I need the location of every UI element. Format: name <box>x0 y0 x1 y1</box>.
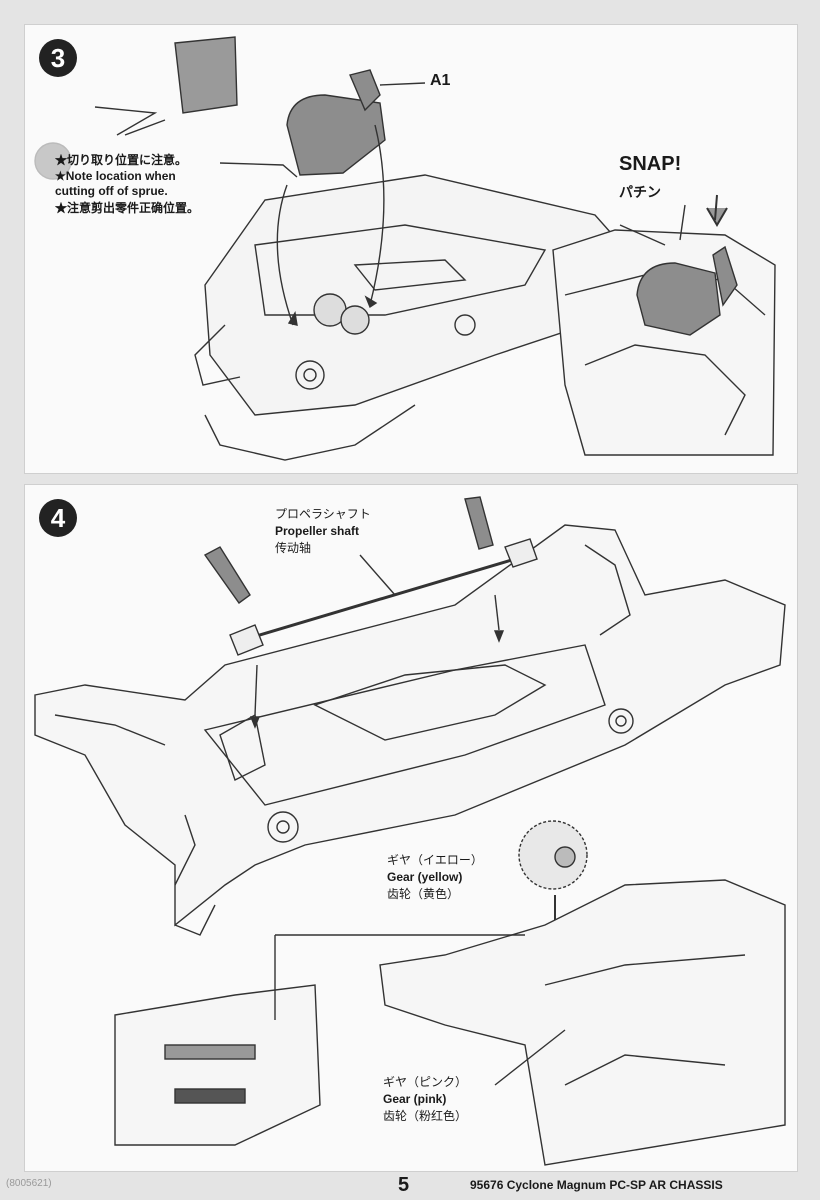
grease-tube-left <box>203 546 251 604</box>
gear-pink-zh-label: 齿轮（粉红色） <box>383 1109 468 1123</box>
snap-inset <box>552 194 776 456</box>
step4-illustration <box>34 496 786 1166</box>
gear-yellow-ja-label: ギヤ（イエロー） <box>387 853 483 867</box>
step3-illustration <box>34 36 776 461</box>
product-code: 95676 Cyclone Magnum PC-SP AR CHASSIS <box>470 1178 723 1192</box>
page-footer: (8005621) 5 95676 Cyclone Magnum PC-SP A… <box>0 1170 820 1200</box>
gear-pink-ja-label: ギヤ（ピンク） <box>383 1075 468 1089</box>
gear-yellow <box>518 820 588 890</box>
caution-burst-icon <box>34 142 72 180</box>
step3-number-badge: 3 <box>39 39 77 77</box>
note-zh: ★注意剪出零件正确位置。 <box>55 201 200 215</box>
gear-yellow-zh-label: 齿轮（黄色） <box>387 887 460 901</box>
part-a1-cover <box>286 94 386 176</box>
part-a1-label: A1 <box>430 72 451 89</box>
shaft-en-label: Propeller shaft <box>275 524 360 538</box>
note-en-line1: ★Note location when <box>55 169 176 183</box>
snap-label: SNAP! <box>619 153 682 175</box>
step4-panel: 4 <box>24 484 798 1172</box>
gear-pink-en-label: Gear (pink) <box>383 1092 447 1106</box>
snap-ja-label: パチン <box>619 184 661 200</box>
shaft-zh-label: 传动轴 <box>275 541 312 555</box>
sprue-part-detail <box>174 36 238 114</box>
detail-inset <box>114 984 321 1146</box>
chassis-body <box>34 524 786 927</box>
page-number: 5 <box>398 1174 410 1196</box>
propeller-shaft <box>252 557 516 639</box>
step4-number-badge: 4 <box>39 499 77 537</box>
corner-code: (8005621) <box>6 1178 52 1189</box>
gear-yellow-en-label: Gear (yellow) <box>387 870 463 884</box>
shaft-ja-label: プロペラシャフト <box>275 507 371 521</box>
note-en-line2: cutting off of sprue. <box>55 184 168 198</box>
step3-panel: 3 <box>24 24 798 474</box>
grease-tube-right <box>464 496 494 550</box>
note-ja: ★切り取り位置に注意。 <box>55 153 188 167</box>
